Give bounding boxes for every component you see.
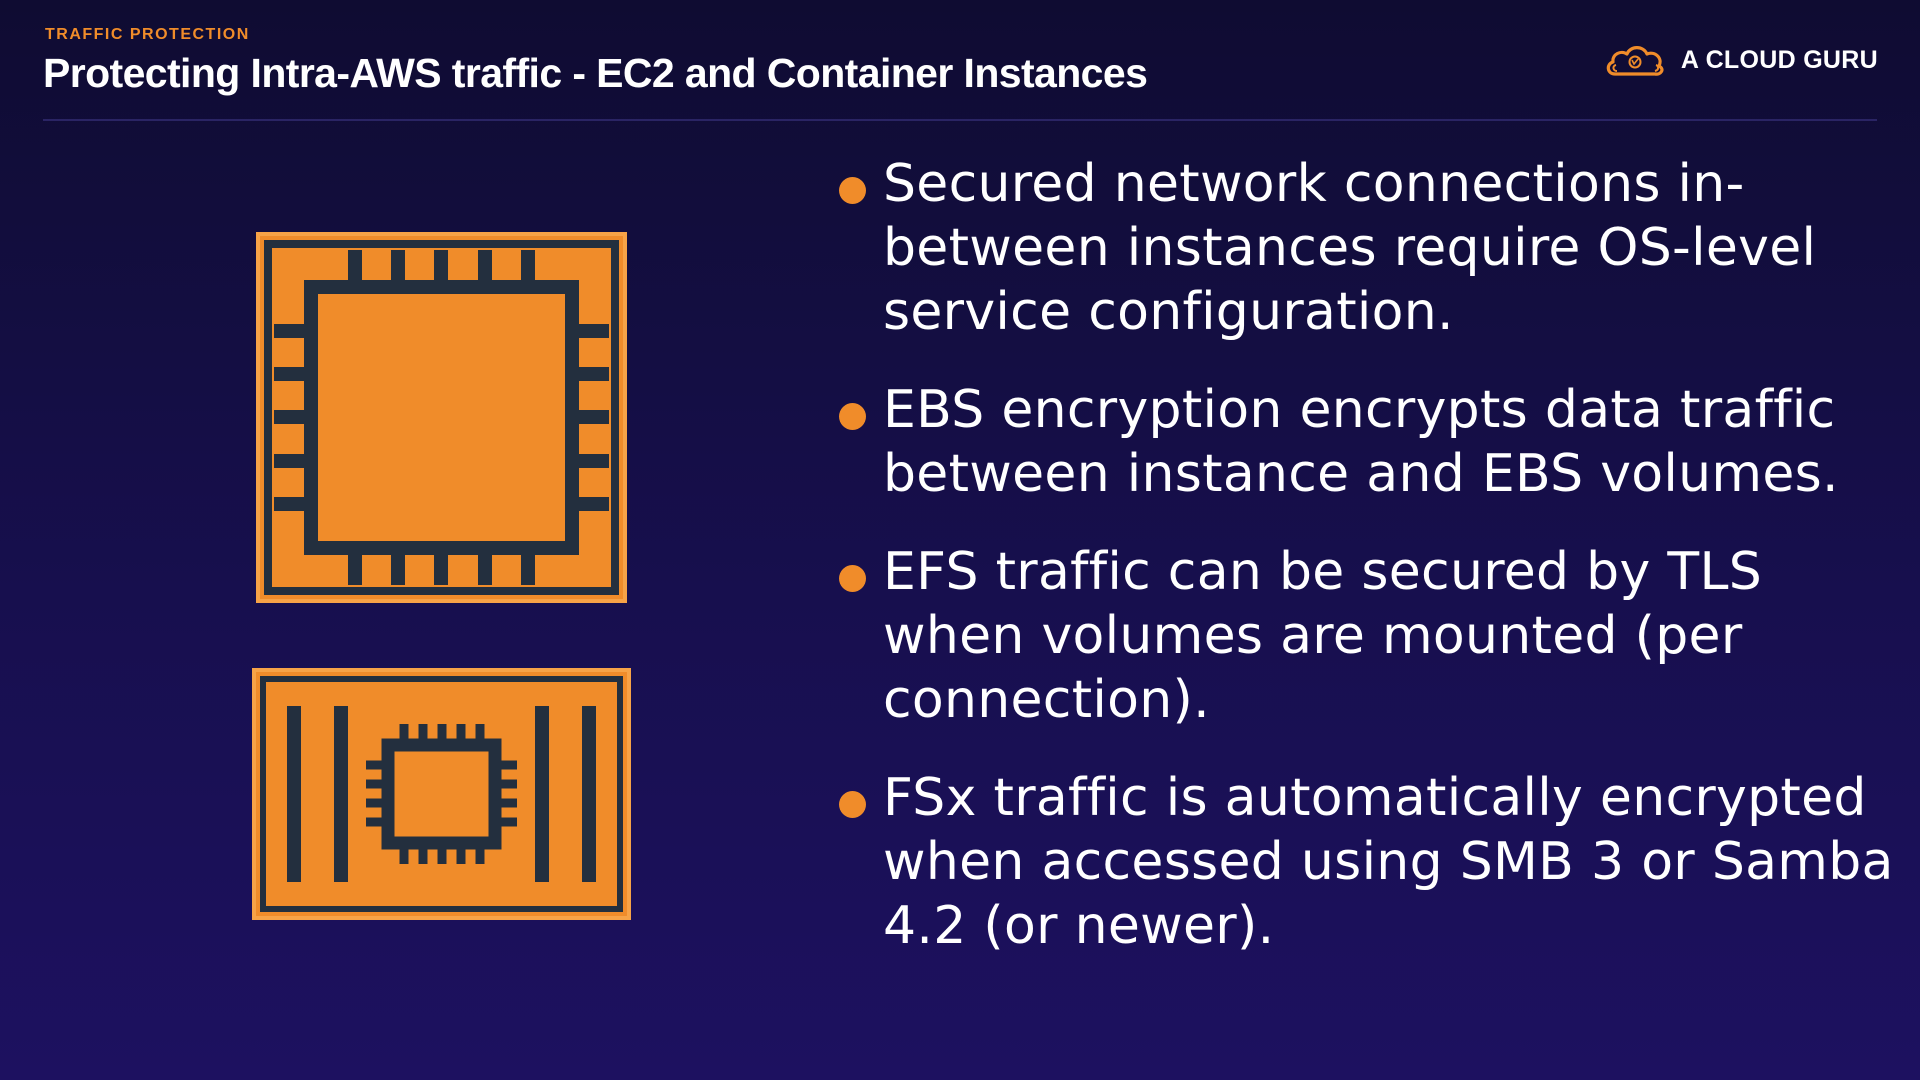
- bullet-dot: [839, 177, 866, 204]
- bullet-text: FSx traffic is automatically encrypted w…: [883, 768, 1894, 956]
- bullet-item: FSx traffic is automatically encrypted w…: [835, 766, 1895, 958]
- bullet-item: EBS encryption encrypts data traffic bet…: [835, 378, 1895, 506]
- bullet-dot: [839, 791, 866, 818]
- container-instance-icon: [252, 668, 631, 920]
- brand-logo: A CLOUD GURU: [1603, 40, 1878, 80]
- bullet-text: EBS encryption encrypts data traffic bet…: [883, 380, 1839, 504]
- ec2-instance-icon: [256, 232, 627, 603]
- bullet-item: EFS traffic can be secured by TLS when v…: [835, 540, 1895, 732]
- brand-name: A CLOUD GURU: [1680, 45, 1878, 74]
- bullet-list: Secured network connections in-between i…: [835, 152, 1895, 992]
- header-divider: [43, 119, 1877, 121]
- bullet-item: Secured network connections in-between i…: [835, 152, 1895, 344]
- bullet-dot: [839, 565, 866, 592]
- cloud-logo-icon: [1606, 46, 1664, 76]
- bullet-dot: [839, 403, 866, 430]
- bullet-text: EFS traffic can be secured by TLS when v…: [883, 542, 1763, 730]
- section-eyebrow: TRAFFIC PROTECTION: [45, 26, 250, 43]
- slide-title: Protecting Intra-AWS traffic - EC2 and C…: [43, 50, 1148, 96]
- bullet-text: Secured network connections in-between i…: [883, 154, 1817, 342]
